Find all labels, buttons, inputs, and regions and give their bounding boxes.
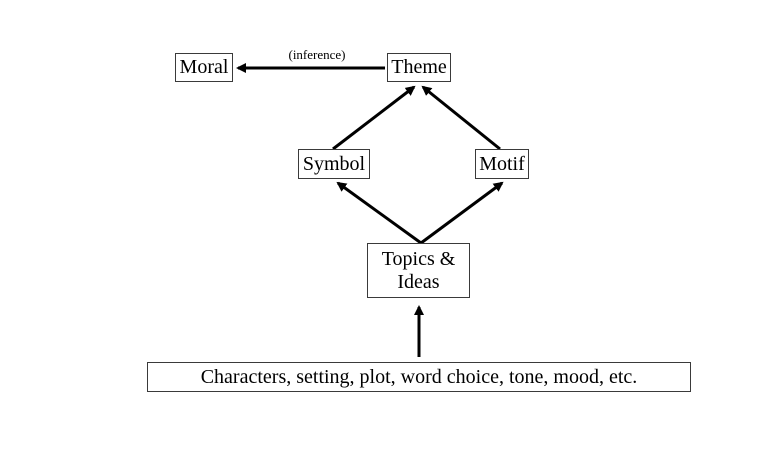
arrow-motif-to-theme [421, 85, 501, 151]
moral-label: Moral [179, 56, 229, 78]
topics-label-line2: Ideas [397, 270, 440, 293]
arrow-symbol-to-theme [332, 85, 416, 151]
moral-node: Moral [175, 53, 233, 82]
literary-elements-label: Characters, setting, plot, word choice, … [200, 365, 638, 388]
theme-node: Theme [387, 53, 451, 82]
symbol-node: Symbol [298, 149, 370, 179]
symbol-label: Symbol [302, 152, 366, 175]
theme-label: Theme [391, 56, 447, 78]
literary-elements-node: Characters, setting, plot, word choice, … [147, 362, 691, 392]
topics-ideas-node: Topics & Ideas [367, 243, 470, 298]
motif-label: Motif [479, 152, 525, 175]
arrow-topics-to-symbol [336, 181, 422, 245]
topics-label-line1: Topics & [381, 247, 456, 270]
motif-node: Motif [475, 149, 529, 179]
inference-label: (inference) [288, 47, 346, 62]
arrow-topics-to-motif [420, 181, 504, 245]
